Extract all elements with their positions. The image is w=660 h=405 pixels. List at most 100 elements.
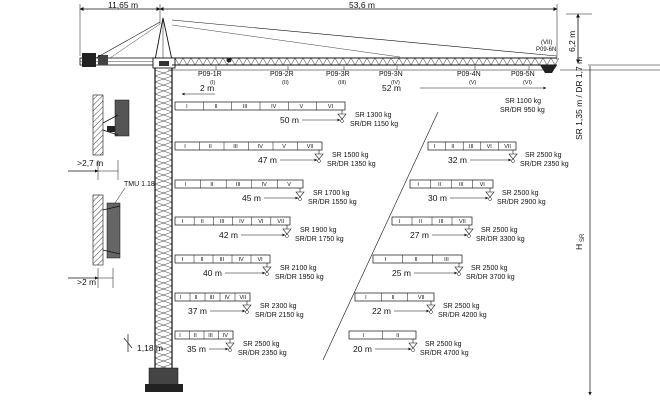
config-load-sr: SR 2500 kg — [502, 190, 539, 197]
config-load-sr: SR 1900 kg — [300, 227, 337, 234]
jib-brace — [510, 57, 516, 66]
jib-brace — [174, 57, 180, 66]
config-reach: 20 m — [353, 344, 372, 354]
config-segment-label: III — [469, 144, 474, 150]
mast-brace — [154, 267, 173, 275]
jib-lattice — [174, 57, 560, 66]
mast-brace — [154, 351, 173, 359]
jib-brace — [546, 57, 552, 66]
config-load-dr: SR/DR 2350 kg — [520, 161, 569, 168]
config-reach: 37 m — [188, 306, 207, 316]
section-roman: (V) — [469, 80, 477, 86]
jib-brace — [246, 57, 252, 66]
jib-52-label: 52 m — [382, 83, 401, 93]
jib-brace — [274, 57, 280, 66]
tmu-label: TMU 1.18 — [124, 181, 155, 188]
jib-brace — [222, 57, 228, 66]
jib-brace — [266, 57, 272, 66]
config-load-dr: SR/DR 4200 kg — [438, 312, 487, 319]
config-segment-label: VI — [328, 104, 334, 110]
jib-brace — [346, 57, 352, 66]
config-segment-label: III — [208, 333, 213, 339]
jib-brace — [482, 57, 488, 66]
config-segment-label: I — [182, 257, 184, 263]
config-reach: 25 m — [392, 268, 411, 278]
jib-brace — [514, 57, 520, 66]
config-load-dr: SR/DR 2900 kg — [497, 199, 546, 206]
jib-brace — [322, 57, 328, 66]
hook — [314, 153, 324, 160]
config-load-dr: SR/DR 3700 kg — [466, 274, 515, 281]
section-roman: (VI) — [523, 80, 532, 86]
mast-brace — [154, 93, 173, 101]
mast-brace — [154, 231, 173, 239]
jib-brace — [306, 57, 312, 66]
section-label-6n: P09-6N — [536, 47, 556, 53]
section-roman: (I) — [210, 80, 215, 86]
mast-brace — [154, 339, 173, 347]
jib-brace — [526, 57, 532, 66]
config-reach: 27 m — [410, 230, 429, 240]
mast: 1,18 m — [123, 17, 183, 392]
mast-brace — [154, 255, 173, 263]
mast-brace — [154, 117, 173, 125]
jib-brace — [338, 57, 344, 66]
config-separator — [322, 111, 439, 361]
jib-brace — [370, 57, 376, 66]
config-segment-label: VI — [258, 219, 264, 225]
config-load-sr: SR 2500 kg — [425, 341, 462, 348]
jib-brace — [418, 57, 424, 66]
mast-brace — [154, 315, 173, 323]
mast-brace — [154, 297, 173, 305]
jib-brace — [294, 57, 300, 66]
jib-brace — [542, 57, 548, 66]
jib-brace — [490, 57, 496, 66]
config-segment-label: II — [419, 219, 423, 225]
jib-brace — [186, 57, 192, 66]
jib-brace — [258, 57, 264, 66]
config-load-dr: SR/DR 1550 kg — [308, 199, 357, 206]
config-load-sr: SR 2500 kg — [243, 341, 280, 348]
config-segment-label: IV — [225, 295, 231, 301]
mast-brace — [154, 135, 173, 143]
mast-brace — [154, 327, 173, 335]
hook — [225, 342, 235, 349]
config-segment-label: I — [385, 257, 387, 263]
config-segment-label: II — [210, 182, 214, 188]
config-reach: 50 m — [280, 115, 299, 125]
config-segment-label: II — [438, 182, 442, 188]
main-load-dr: SR/DR 950 kg — [500, 107, 545, 114]
config-segment-label: II — [392, 295, 396, 301]
jib-brace — [194, 57, 200, 66]
right-vertical-dims: SR 1,35 m / DR 1,7 m H SR — [560, 57, 660, 396]
tip-height-label: 6,2 m — [567, 31, 577, 52]
mast-brace — [154, 147, 173, 155]
config-reach: 47 m — [258, 155, 277, 165]
section-code: P09-1R — [198, 71, 222, 78]
jib-brace — [198, 57, 204, 66]
config-segment-label: I — [365, 295, 367, 301]
mast-brace — [154, 177, 173, 185]
jib-brace — [354, 57, 360, 66]
section-code: P09-2R — [270, 71, 294, 78]
jib-brace — [190, 57, 196, 66]
jib-brace — [382, 57, 388, 66]
jib-brace — [182, 57, 188, 66]
h-sub: SR — [580, 233, 586, 242]
jib-brace — [430, 57, 436, 66]
jib-brace — [250, 57, 256, 66]
config-segment-label: III — [459, 182, 464, 188]
config-segment-label: IV — [271, 104, 277, 110]
jib-brace — [478, 57, 484, 66]
main-load-sr: SR 1100 kg — [505, 98, 541, 105]
jib-brace — [366, 57, 372, 66]
mast-brace — [154, 183, 173, 191]
jib-brace — [178, 57, 184, 66]
config-segment-label: II — [209, 144, 213, 150]
config-segment-label: II — [396, 333, 400, 339]
jib-brace — [518, 57, 524, 66]
jib-brace — [446, 57, 452, 66]
